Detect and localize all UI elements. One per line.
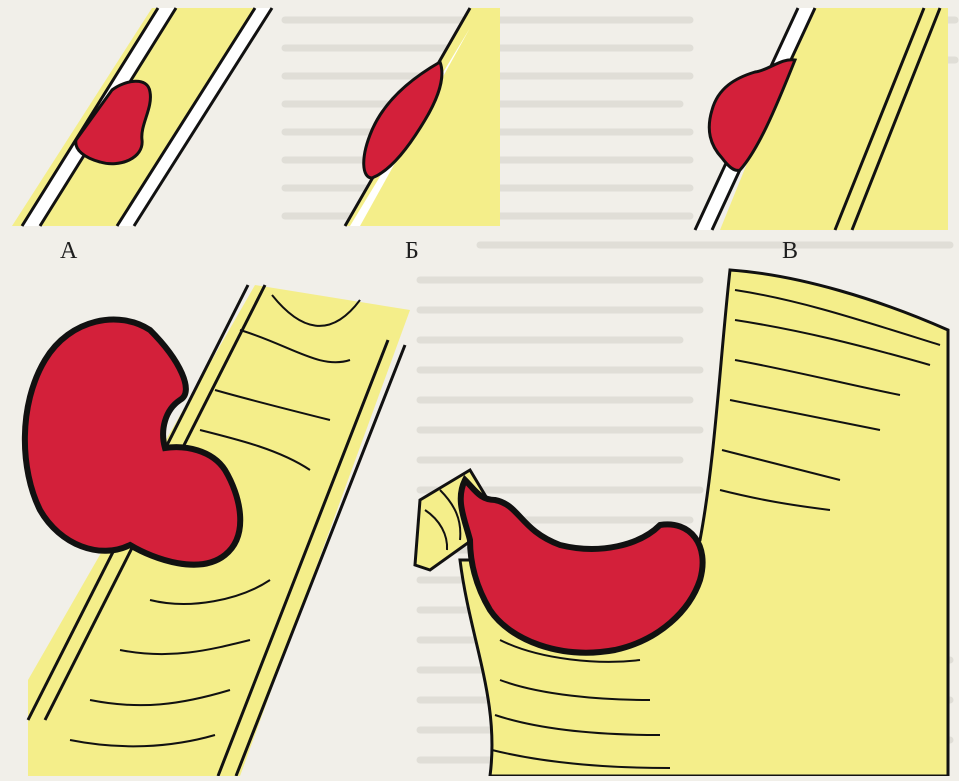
panel-a-saccular-aneurysm [12,8,272,226]
label-b: Б [405,238,419,264]
panel-v-dissecting-aneurysm [695,8,948,230]
label-a: А [60,238,78,264]
panel-a-aneurysm-sac [76,81,151,164]
panel-b-fusiform-aneurysm [345,8,500,226]
bottom-left-giant-aneurysm [25,285,410,776]
label-v: В [782,238,798,264]
